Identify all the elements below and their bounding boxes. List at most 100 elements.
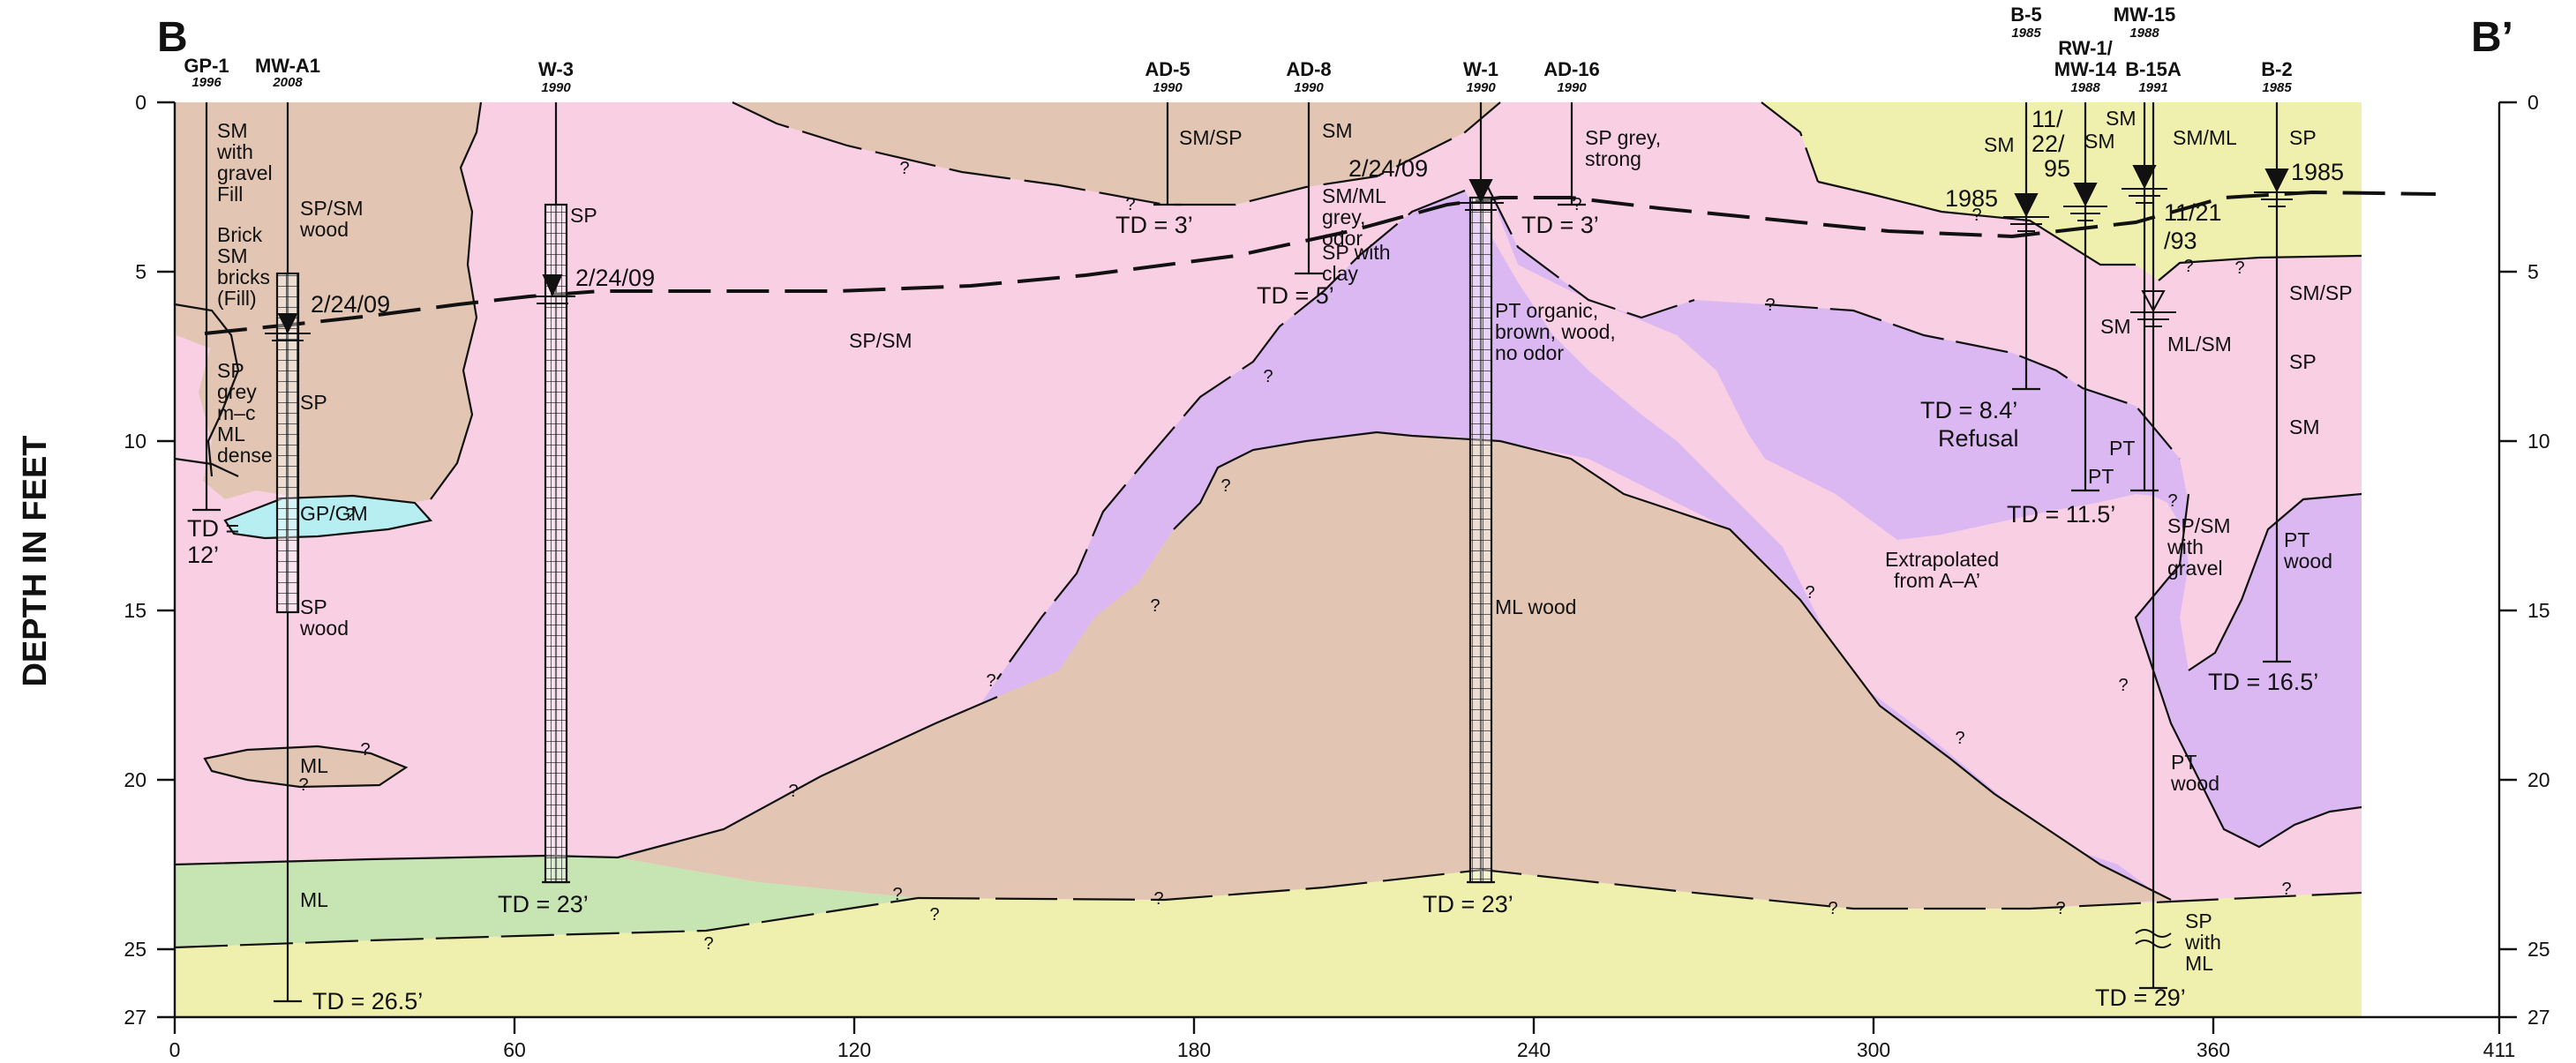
boring-name: AD-8 — [1286, 58, 1331, 80]
query-mark: ? — [703, 934, 713, 954]
soil-label: SM/ML — [2173, 126, 2237, 149]
y-tick-label: 0 — [135, 91, 146, 114]
y-tick-label: 15 — [2527, 599, 2550, 622]
soil-label: wood — [299, 218, 349, 241]
section-start-label: B — [157, 14, 188, 61]
y-tick-label: 15 — [124, 599, 146, 622]
soil-label: ML — [300, 754, 328, 777]
soil-label: SP — [300, 391, 327, 414]
total-depth-label: Refusal — [1938, 425, 2019, 452]
water-level-date: 11/21 — [2164, 199, 2222, 226]
y-tick-label: 10 — [2527, 430, 2550, 453]
total-depth-label: TD = 16.5’ — [2208, 669, 2318, 695]
unit-yellow-upper-right — [1761, 102, 2362, 281]
soil-label: bricks — [217, 266, 270, 288]
soil-labels: SM with gravel Fill Brick SM bricks (Fil… — [216, 107, 2353, 975]
query-mark: ? — [1955, 729, 1964, 748]
soil-label: (Fill) — [217, 287, 257, 310]
soil-label: brown, wood, — [1495, 320, 1616, 343]
contact-lines — [174, 101, 2362, 949]
water-level-date: 2/24/09 — [311, 291, 390, 318]
total-depth-labels: TD = 12’ TD = 26.5’ TD = 23’ TD = 3’ TD … — [187, 212, 2318, 1014]
soil-label: SP — [300, 595, 327, 618]
query-mark: ? — [1125, 195, 1135, 214]
boring-name: GP-1 — [184, 55, 229, 77]
soil-label: with — [216, 140, 253, 163]
x-ticks: 0 60 120 180 240 300 360 411 — [169, 1038, 2516, 1061]
soil-label: SP — [570, 204, 597, 227]
unit-tan-ml-lens — [205, 746, 406, 787]
soil-label: ML — [2185, 952, 2213, 975]
soil-label: SM/ML — [1322, 184, 1386, 207]
groundwater-line — [204, 190, 2437, 335]
x-tick-label: 240 — [1517, 1038, 1551, 1061]
soil-label: PT — [2088, 465, 2114, 488]
soil-label: SM — [1984, 133, 2015, 156]
query-mark: ? — [298, 775, 308, 795]
boring-year: 1988 — [2129, 26, 2159, 41]
strata-fills — [175, 102, 2362, 1017]
boring-year: 1990 — [1466, 80, 1496, 95]
query-mark: ? — [1765, 296, 1775, 315]
x-tick-label: 60 — [503, 1038, 526, 1061]
query-mark: ? — [2234, 258, 2244, 278]
water-level-labels: 2/24/09 2/24/09 2/24/09 1985 1985 11/21 … — [311, 106, 2344, 318]
soil-label: SM — [2289, 415, 2320, 438]
total-depth-label: TD = 5’ — [1257, 282, 1334, 309]
soil-label: from A–A’ — [1894, 569, 1980, 592]
query-mark: ? — [1805, 583, 1814, 603]
y-tick-label: 5 — [135, 260, 146, 283]
boring-name: B-2 — [2261, 58, 2292, 80]
y-tick-label: 0 — [2527, 91, 2539, 114]
unit-green-ml — [175, 856, 918, 947]
query-mark: ? — [1828, 899, 1837, 918]
y-tick-label: 10 — [124, 430, 146, 453]
query-mark: ? — [929, 905, 939, 925]
soil-label: dense — [217, 444, 273, 467]
boring-name: MW-14 — [2054, 58, 2117, 80]
boring-name: W-3 — [538, 58, 574, 80]
total-depth-label: TD = 8.4’ — [1920, 397, 2017, 423]
y-tick-label: 27 — [124, 1006, 146, 1029]
boring-name: RW-1/ — [2058, 37, 2113, 59]
soil-label: SM — [2100, 315, 2131, 338]
unit-tan-mound — [618, 432, 2171, 909]
soil-label: SM — [217, 119, 248, 142]
boring-year: 1990 — [541, 80, 571, 95]
y-tick-label: 20 — [124, 768, 146, 791]
water-level-date: 1985 — [1945, 185, 1998, 212]
boring-year: 1996 — [192, 75, 222, 90]
unit-purple-pt — [971, 187, 2362, 900]
water-level-date: /93 — [2164, 228, 2197, 254]
axes — [157, 101, 2517, 1034]
boring-name: MW-A1 — [255, 55, 320, 77]
soil-label: wood — [2283, 550, 2332, 573]
soil-label: gravel — [217, 161, 273, 184]
soil-label: SM — [217, 244, 248, 267]
x-tick-label: 120 — [837, 1038, 871, 1061]
unit-yellow-basal — [175, 870, 2362, 1017]
water-level-date: 2/24/09 — [1348, 155, 1428, 182]
query-mark: ? — [1572, 195, 1581, 214]
soil-label: clay — [1322, 262, 1358, 285]
x-tick-label: 180 — [1177, 1038, 1211, 1061]
soil-label: Extrapolated — [1885, 548, 1999, 571]
boring-year: 2008 — [272, 75, 303, 90]
soil-label: SM/SP — [2289, 281, 2353, 304]
soil-label: odor — [1322, 227, 1363, 250]
soil-label: SP — [217, 359, 244, 382]
y-ticks-left: 0 5 10 15 20 25 27 — [124, 91, 146, 1029]
break-symbol — [2135, 929, 2172, 948]
query-mark: ? — [1153, 889, 1163, 909]
boring-year: 1990 — [1294, 80, 1324, 95]
soil-label: ML wood — [1495, 595, 1576, 618]
x-tick-label: 411 — [2483, 1038, 2516, 1061]
y-tick-label: 25 — [2527, 938, 2550, 961]
water-level-date: 95 — [2044, 155, 2070, 182]
total-depth-label: TD = 29’ — [2095, 984, 2186, 1011]
soil-label: SM/SP — [1179, 126, 1243, 149]
unit-tan-upper-left — [175, 102, 481, 507]
y-axis-title: DEPTH IN FEET — [17, 435, 54, 686]
soil-label: SP — [2289, 350, 2317, 373]
boring-name: MW-15 — [2114, 4, 2175, 26]
